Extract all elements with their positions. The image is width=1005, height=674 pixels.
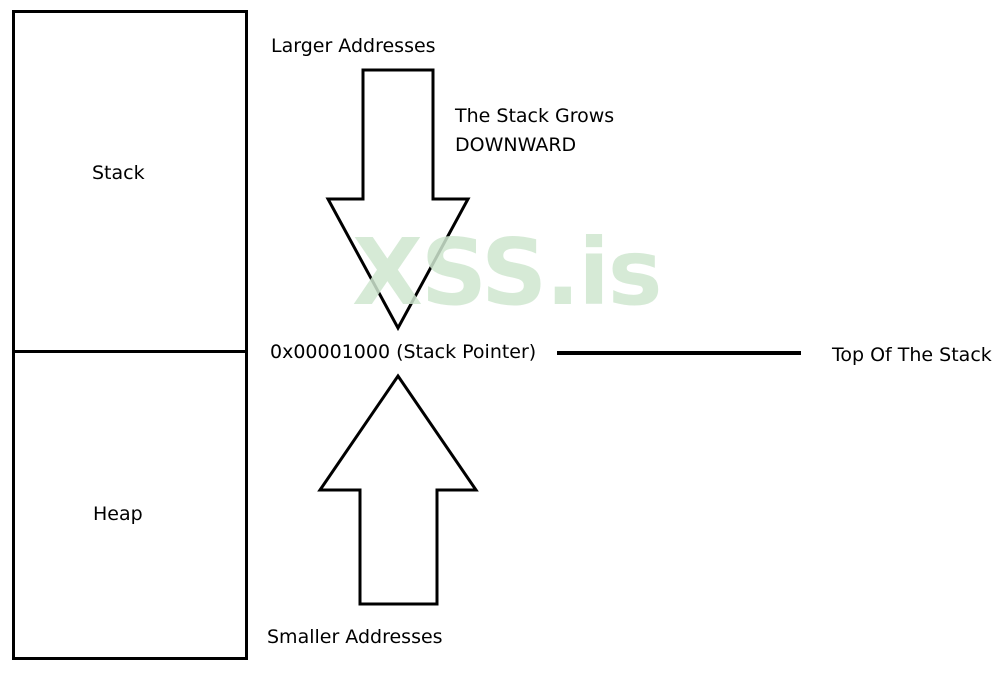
top-of-stack-label: Top Of The Stack (832, 344, 992, 366)
stack-grows-label-line2: DOWNWARD (455, 134, 577, 156)
up-arrow-icon (317, 373, 479, 606)
heap-region-label: Heap (93, 503, 143, 525)
memory-layout-box (12, 10, 248, 660)
larger-addresses-label: Larger Addresses (271, 35, 436, 57)
stack-heap-divider (15, 350, 245, 353)
stack-region-label: Stack (92, 162, 145, 184)
watermark: XSS.is (352, 219, 663, 326)
smaller-addresses-label: Smaller Addresses (267, 626, 443, 648)
stack-grows-label-line1: The Stack Grows (455, 105, 615, 127)
down-arrow-icon (325, 68, 471, 332)
stack-pointer-label: 0x00001000 (Stack Pointer) (270, 341, 537, 363)
